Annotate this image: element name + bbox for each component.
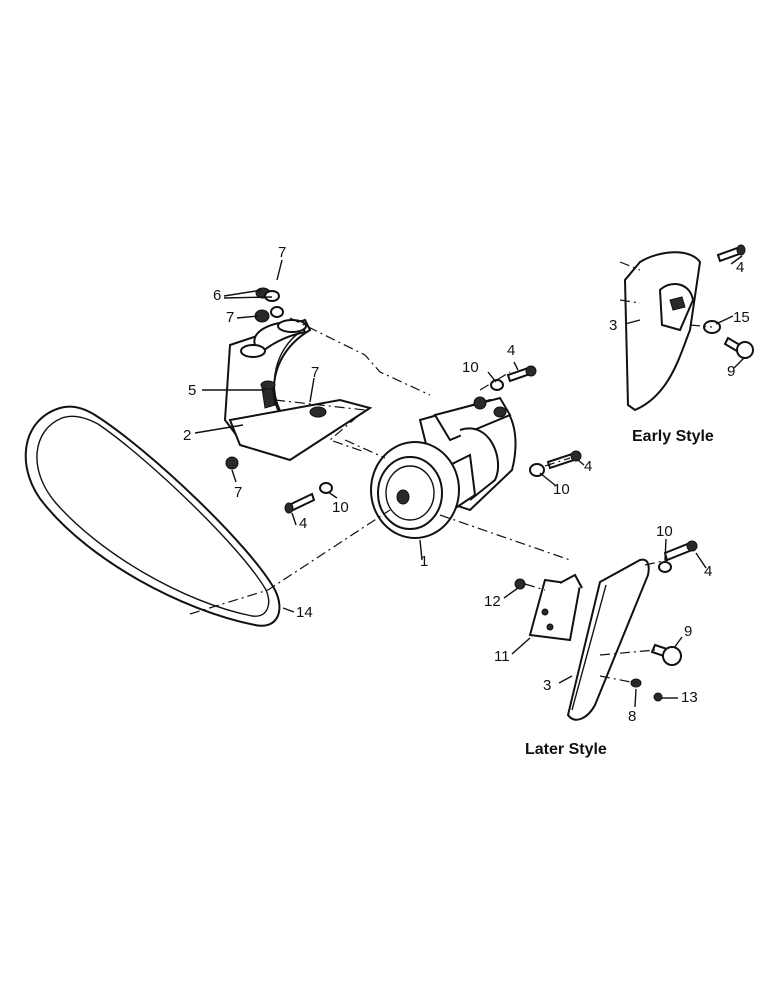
callout-10: 10	[553, 481, 570, 498]
callout-13: 13	[681, 689, 698, 706]
callout-1: 1	[420, 553, 428, 570]
callout-7: 7	[226, 309, 234, 326]
callout-numbers: 7 6 7 7 5 2 7 4 10 1 14 10 4 4 10 4 3 15…	[183, 244, 750, 725]
callout-4: 4	[584, 458, 592, 475]
leader-lines	[194, 255, 745, 708]
callout-15: 15	[733, 309, 750, 326]
callout-6: 6	[213, 287, 221, 304]
bracket-washers-nuts	[225, 287, 284, 470]
callout-9: 9	[727, 363, 735, 380]
callout-14: 14	[296, 604, 313, 621]
callout-9: 9	[684, 623, 692, 640]
callout-8: 8	[628, 708, 636, 725]
callout-7: 7	[234, 484, 242, 501]
callout-10: 10	[462, 359, 479, 376]
callout-4: 4	[736, 259, 744, 276]
later-style-bracket	[528, 573, 583, 642]
callout-4: 4	[507, 342, 515, 359]
callout-11: 11	[494, 648, 510, 665]
mounting-bracket	[223, 318, 373, 462]
compressor	[370, 396, 517, 539]
callout-3: 3	[609, 317, 617, 334]
callout-7: 7	[311, 364, 319, 381]
callout-4: 4	[299, 515, 307, 532]
early-style-plate	[623, 244, 754, 412]
later-style-caption: Later Style	[525, 741, 607, 758]
compressor-right-bolt	[529, 450, 582, 477]
callout-5: 5	[188, 382, 196, 399]
callout-10: 10	[332, 499, 349, 516]
callout-4: 4	[704, 563, 712, 580]
bracket-lower-bolt	[284, 482, 333, 514]
callout-10: 10	[656, 523, 673, 540]
drive-belt	[24, 405, 281, 627]
callout-2: 2	[183, 427, 191, 444]
later-style-plate	[566, 558, 650, 721]
later-style-hardware	[514, 540, 698, 702]
center-lines	[189, 261, 713, 684]
compressor-upper-bolt	[490, 365, 537, 391]
callout-7: 7	[278, 244, 286, 261]
callout-3: 3	[543, 677, 551, 694]
early-style-caption: Early Style	[632, 428, 714, 445]
callout-12: 12	[484, 593, 501, 610]
